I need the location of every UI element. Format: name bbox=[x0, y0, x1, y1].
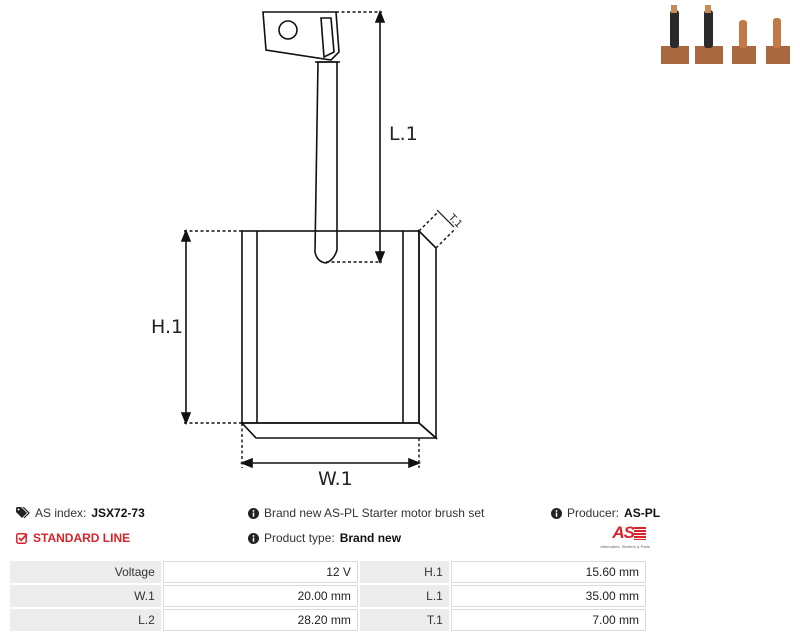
spec-value: 28.20 mm bbox=[162, 609, 358, 631]
as-index-label: AS index: bbox=[35, 506, 87, 520]
brush-dimension-diagram: L.1 H.1 W.1 T.1 bbox=[151, 9, 464, 490]
description-row: Brand new AS-PL Starter motor brush set bbox=[248, 506, 484, 520]
product-type-label: Product type: bbox=[264, 531, 335, 545]
standard-line-row: STANDARD LINE bbox=[16, 531, 130, 545]
spec-key: H.1 bbox=[359, 561, 449, 583]
brush-body bbox=[240, 229, 439, 440]
spec-key: L.1 bbox=[359, 585, 449, 607]
logo-mark: AS bbox=[612, 523, 635, 542]
logo-tagline: Alternators, Starters & Parts bbox=[600, 544, 650, 549]
info-circle-icon bbox=[551, 507, 562, 519]
producer-row: Producer: AS-PL bbox=[551, 506, 660, 520]
specifications-table: Voltage 12 V H.1 15.60 mm W.1 20.00 mm L… bbox=[8, 559, 648, 633]
info-circle-icon bbox=[248, 507, 259, 519]
l1-dimension-label: L.1 bbox=[389, 123, 418, 145]
spec-value: 15.60 mm bbox=[450, 561, 646, 583]
h1-dimension-label: H.1 bbox=[151, 316, 183, 338]
standard-line-label: STANDARD LINE bbox=[33, 531, 131, 545]
producer-label: Producer: bbox=[567, 506, 620, 520]
spec-key: W.1 bbox=[10, 585, 161, 607]
product-type-value: Brand new bbox=[339, 531, 402, 545]
spec-value: 35.00 mm bbox=[450, 585, 646, 607]
spec-key: Voltage bbox=[10, 561, 161, 583]
w1-dimension-label: W.1 bbox=[318, 468, 353, 490]
spec-value: 7.00 mm bbox=[450, 609, 646, 631]
as-index-value: JSX72-73 bbox=[91, 506, 145, 520]
as-pl-logo: AS Alternators, Starters & Parts bbox=[586, 523, 650, 551]
product-photo bbox=[661, 5, 790, 64]
table-row: W.1 20.00 mm L.1 35.00 mm bbox=[10, 585, 646, 607]
spec-value: 20.00 mm bbox=[162, 585, 358, 607]
terminal-lug bbox=[262, 11, 340, 61]
producer-value: AS-PL bbox=[624, 506, 661, 520]
brush-wire bbox=[314, 61, 340, 264]
t1-dimension-label: T.1 bbox=[445, 212, 464, 231]
tags-icon bbox=[16, 507, 30, 519]
spec-key: L.2 bbox=[10, 609, 161, 631]
spec-key: T.1 bbox=[359, 609, 449, 631]
product-type-row: Product type: Brand new bbox=[248, 531, 401, 545]
logo-bars bbox=[634, 527, 646, 540]
table-row: Voltage 12 V H.1 15.60 mm bbox=[10, 561, 646, 583]
product-description: Brand new AS-PL Starter motor brush set bbox=[264, 506, 485, 520]
table-row: L.2 28.20 mm T.1 7.00 mm bbox=[10, 609, 646, 631]
check-square-icon bbox=[16, 533, 28, 544]
info-circle-icon bbox=[248, 532, 259, 544]
as-index-row: AS index: JSX72-73 bbox=[16, 506, 145, 520]
spec-value: 12 V bbox=[162, 561, 358, 583]
